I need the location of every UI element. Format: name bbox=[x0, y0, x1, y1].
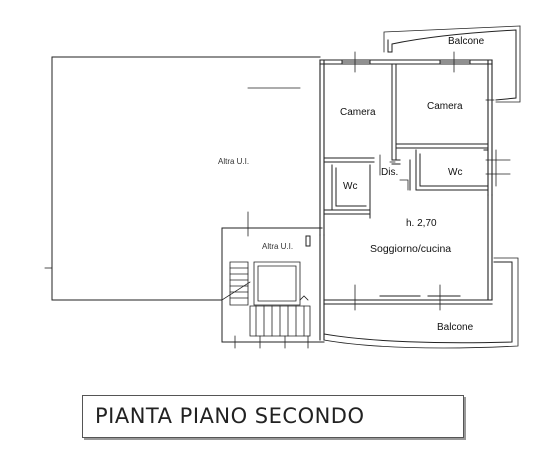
room-label-balcone-bottom: Balcone bbox=[437, 322, 474, 333]
room-label-wc-right: Wc bbox=[448, 167, 463, 178]
plan-title: PIANTA PIANO SECONDO bbox=[95, 404, 365, 428]
room-label-camera-left: Camera bbox=[340, 107, 376, 118]
room-label-camera-right: Camera bbox=[427, 101, 463, 112]
interior-wall-cameras bbox=[391, 63, 397, 161]
ceiling-height-label: h. 2,70 bbox=[406, 218, 437, 229]
room-label-dis: Dis. bbox=[381, 167, 399, 178]
balcony-bottom bbox=[323, 261, 513, 344]
title-frame: PIANTA PIANO SECONDO bbox=[82, 395, 464, 438]
exterior-wall bbox=[319, 59, 325, 236]
balcony-top bbox=[387, 29, 517, 101]
room-label-wc-left: Wc bbox=[343, 181, 358, 192]
stair-block-outline bbox=[221, 227, 325, 343]
room-label-soggiorno-cucina: Soggiorno/cucina bbox=[370, 243, 452, 255]
wc-right-walls bbox=[415, 149, 489, 191]
window-top-left bbox=[341, 59, 371, 65]
room-label-altra-ui-small: Altra U.I. bbox=[262, 242, 294, 251]
stair-treads bbox=[221, 261, 311, 349]
room-label-balcone-top: Balcone bbox=[448, 36, 485, 47]
room-label-altra-ui-large: Altra U.I. bbox=[218, 157, 250, 166]
